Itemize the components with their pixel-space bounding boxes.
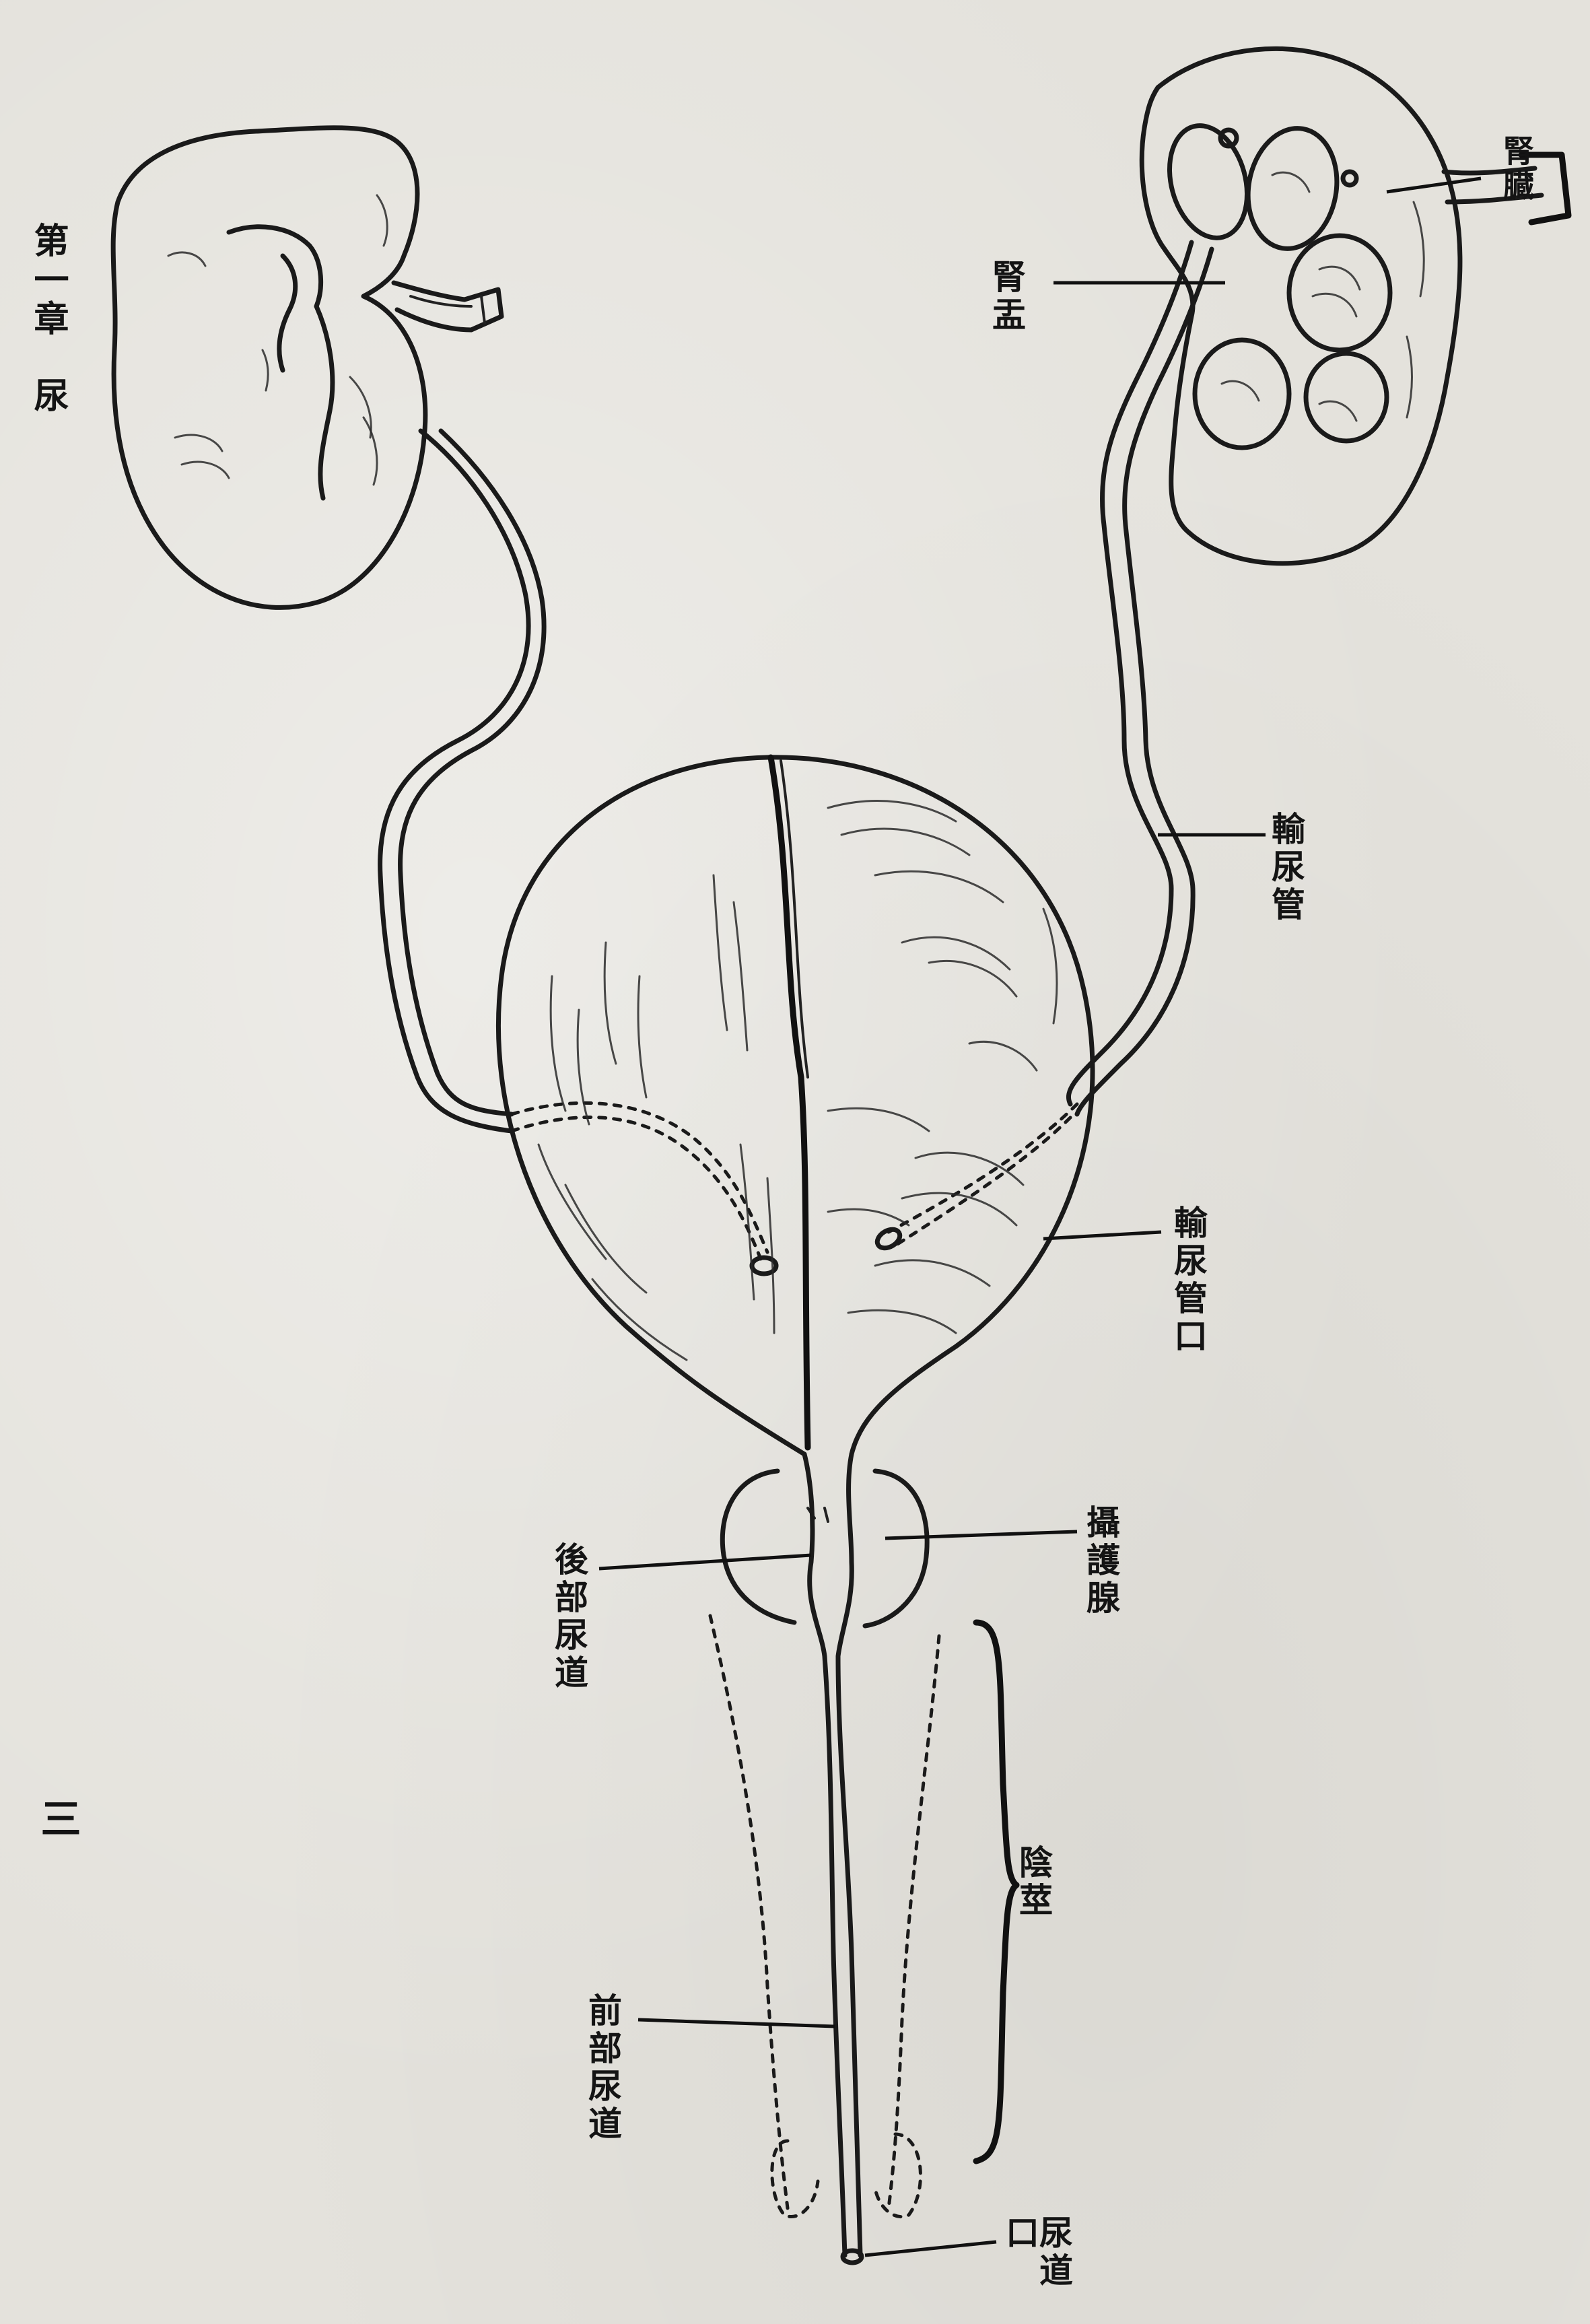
leader-prostate — [885, 1532, 1077, 1538]
label-penis: 陰莖 — [1016, 1845, 1050, 1920]
prostate-gland — [722, 1471, 927, 1626]
label-urethral-meatus: 尿道口 — [1003, 2215, 1070, 2324]
label-ureteral-orifice: 輸尿管口 — [1171, 1205, 1205, 1356]
leader-anterior-urethra — [638, 2020, 835, 2026]
chapter-heading: 第一章 — [30, 222, 65, 339]
label-ureter: 輸尿管 — [1269, 811, 1303, 924]
page-number: 三 — [37, 1798, 77, 1842]
urethra — [804, 1454, 862, 2263]
chapter-title: 尿 — [30, 377, 65, 416]
label-kidney: 腎臓 — [1501, 135, 1532, 205]
leader-posterior-urethra — [599, 1555, 811, 1569]
label-anterior-urethra: 前部尿道 — [586, 1993, 619, 2144]
left-ureter — [380, 431, 776, 1274]
right-ureter — [874, 242, 1212, 1252]
penis-outline — [710, 1616, 1016, 2217]
left-kidney — [113, 128, 502, 608]
leader-urethral-meatus — [865, 2242, 996, 2255]
leader-ureteral-orifice — [1043, 1232, 1161, 1239]
label-renal-pelvis: 腎盂 — [990, 259, 1023, 335]
label-prostate: 攝護腺 — [1084, 1505, 1117, 1618]
label-posterior-urethra: 後部尿道 — [552, 1542, 586, 1693]
right-kidney — [1142, 48, 1568, 563]
leader-kidney — [1387, 178, 1481, 192]
bladder — [498, 757, 1093, 1454]
